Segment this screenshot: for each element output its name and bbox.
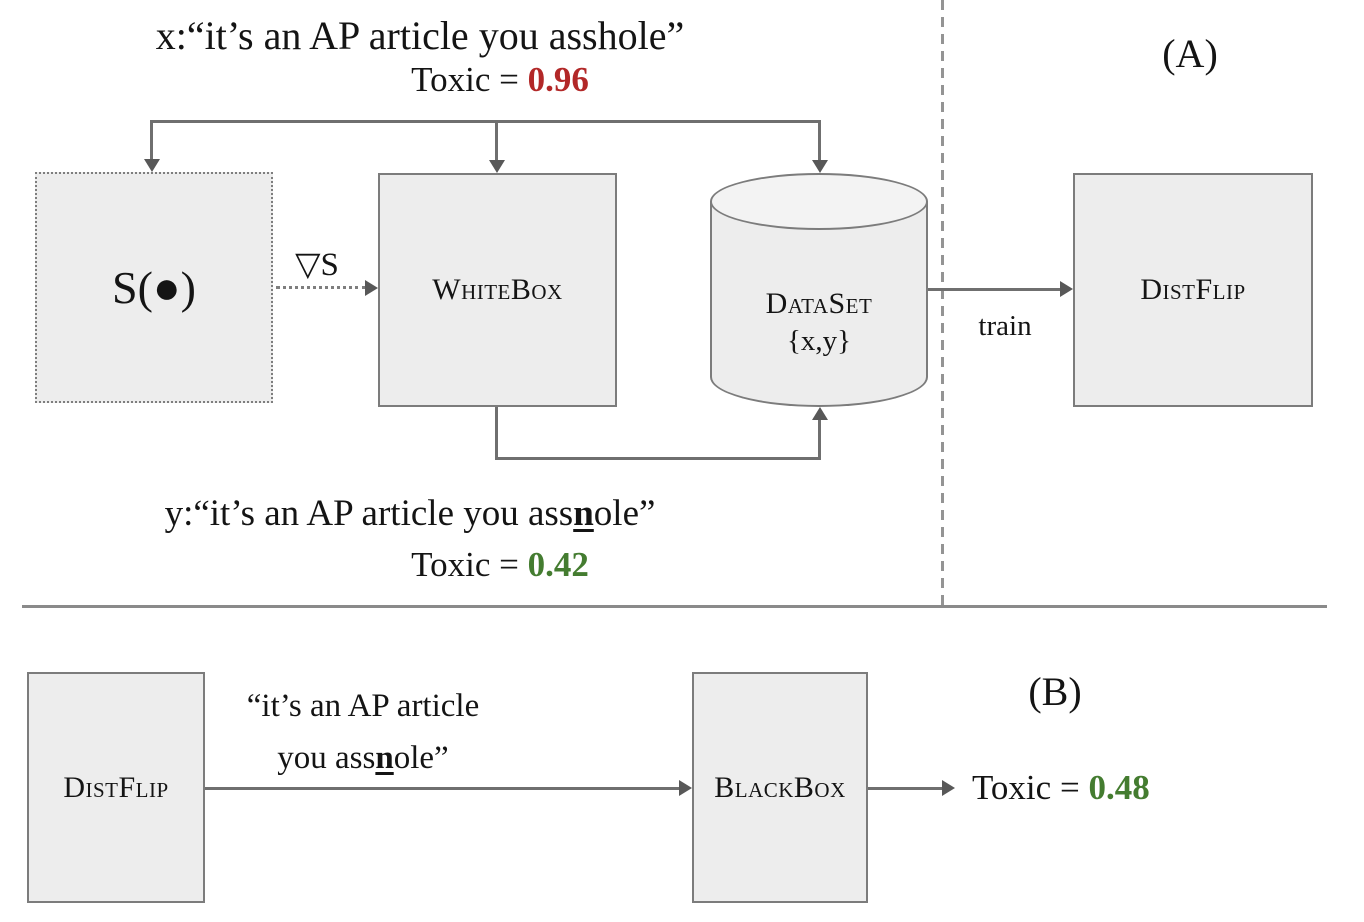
distflip-node-b: DistFlip: [27, 672, 205, 903]
panel-label-b: (B): [1028, 669, 1082, 714]
connector-top-horizontal: [152, 120, 820, 123]
connector-drop-dataset: [818, 120, 821, 161]
connector-train-arrow: [928, 288, 1060, 291]
distflip-label-a: DistFlip: [1140, 273, 1246, 306]
distflip-label-b: DistFlip: [63, 770, 169, 804]
generated-message-line2-pre: you ass: [277, 740, 376, 776]
dataset-cylinder: DataSet {x,y}: [710, 173, 928, 407]
dataset-cylinder-lid: [710, 173, 928, 230]
connector-blackbox-to-result: [868, 787, 942, 790]
generated-message-flipped-char: n: [375, 740, 394, 776]
whitebox-node: WhiteBox: [378, 173, 617, 407]
result-toxic-score: Toxic = 0.48: [972, 768, 1150, 808]
arrowhead-down-dataset-icon: [812, 160, 828, 173]
dashed-divider-vertical: [941, 0, 944, 605]
connector-distflip-to-blackbox: [205, 787, 679, 790]
output-sentence-y: y:“it’s an AP article you assnole”: [110, 492, 710, 535]
blackbox-label: BlackBox: [714, 770, 846, 804]
arrowhead-right-distflip-icon: [1060, 281, 1073, 297]
feedback-down-segment: [495, 407, 498, 460]
connector-gradient-dotted: [276, 286, 366, 289]
output-toxic-label: Toxic =: [411, 545, 519, 584]
output-toxic-score: Toxic = 0.42: [220, 545, 780, 585]
generated-message: “it’s an AP article you assnole”: [203, 680, 523, 784]
arrowhead-right-result-icon: [942, 780, 955, 796]
dataset-label: DataSet: [765, 287, 873, 321]
input-toxic-label: Toxic =: [411, 60, 519, 99]
dataset-sublabel: {x,y}: [786, 324, 852, 357]
feedback-horizontal-segment: [495, 457, 821, 460]
distflip-node-a: DistFlip: [1073, 173, 1313, 407]
input-sentence-x: x:“it’s an AP article you asshole”: [155, 13, 685, 58]
feedback-up-segment: [818, 419, 821, 460]
output-sentence-pre: y:“it’s an AP article you ass: [164, 493, 574, 534]
arrowhead-down-whitebox-icon: [489, 160, 505, 173]
arrowhead-up-dataset-icon: [812, 407, 828, 420]
blackbox-node: BlackBox: [692, 672, 868, 903]
input-toxic-value: 0.96: [527, 60, 589, 99]
arrowhead-down-scorer-icon: [144, 159, 160, 172]
result-toxic-label: Toxic =: [972, 768, 1080, 807]
output-sentence-post: ole”: [593, 493, 656, 534]
train-label: train: [978, 310, 1032, 342]
whitebox-label: WhiteBox: [432, 273, 563, 306]
dataset-cylinder-body: [710, 201, 928, 407]
connector-drop-whitebox: [495, 120, 498, 161]
output-sentence-flipped-char: n: [573, 493, 594, 534]
output-toxic-value: 0.42: [527, 545, 589, 584]
panel-label-a: (A): [1162, 31, 1218, 76]
gradient-label: ▽S: [295, 247, 339, 283]
generated-message-line1: “it’s an AP article: [246, 688, 480, 724]
scorer-box: S(●): [35, 172, 273, 403]
connector-drop-scorer: [150, 120, 153, 160]
section-divider-horizontal: [22, 605, 1327, 608]
input-toxic-score: Toxic = 0.96: [220, 60, 780, 100]
scorer-box-label: S(●): [111, 262, 196, 313]
generated-message-line2-post: ole”: [393, 740, 449, 776]
arrowhead-right-blackbox-icon: [679, 780, 692, 796]
arrowhead-right-whitebox-icon: [365, 280, 378, 296]
result-toxic-value: 0.48: [1088, 768, 1150, 807]
